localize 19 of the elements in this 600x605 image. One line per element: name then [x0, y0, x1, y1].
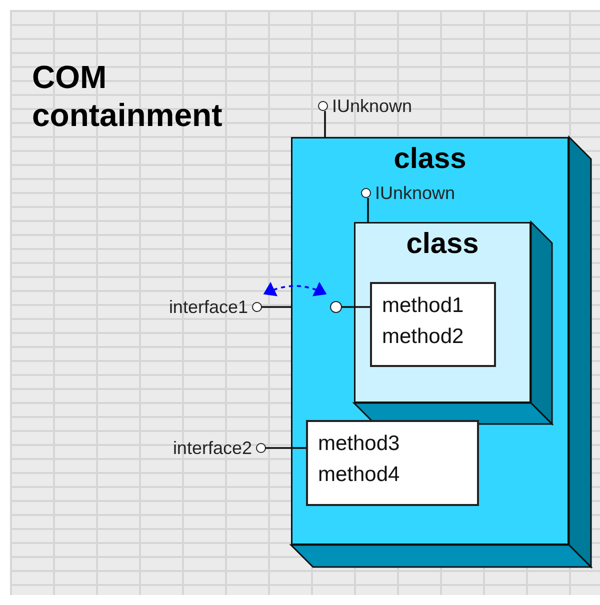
interface-label: IUnknown	[361, 183, 491, 203]
method-name: method1	[382, 293, 465, 319]
method-box	[306, 420, 479, 506]
diagram-title: COM containment	[32, 58, 224, 134]
interface-label: interface2	[124, 438, 266, 458]
connector-line	[367, 198, 369, 222]
method-name: method3	[318, 431, 401, 457]
connector-line	[324, 111, 326, 137]
connector-line	[261, 306, 291, 308]
connector-line	[265, 447, 306, 449]
interface-label: interface1	[124, 297, 262, 317]
method-name: method2	[382, 324, 465, 350]
method-box	[370, 282, 496, 367]
interface-label: IUnknown	[318, 96, 458, 116]
delegation-arrow	[263, 282, 327, 297]
method-name: method4	[318, 462, 401, 488]
connector-line	[341, 306, 370, 308]
class-label: class	[392, 143, 468, 176]
class-label: class	[405, 228, 480, 261]
